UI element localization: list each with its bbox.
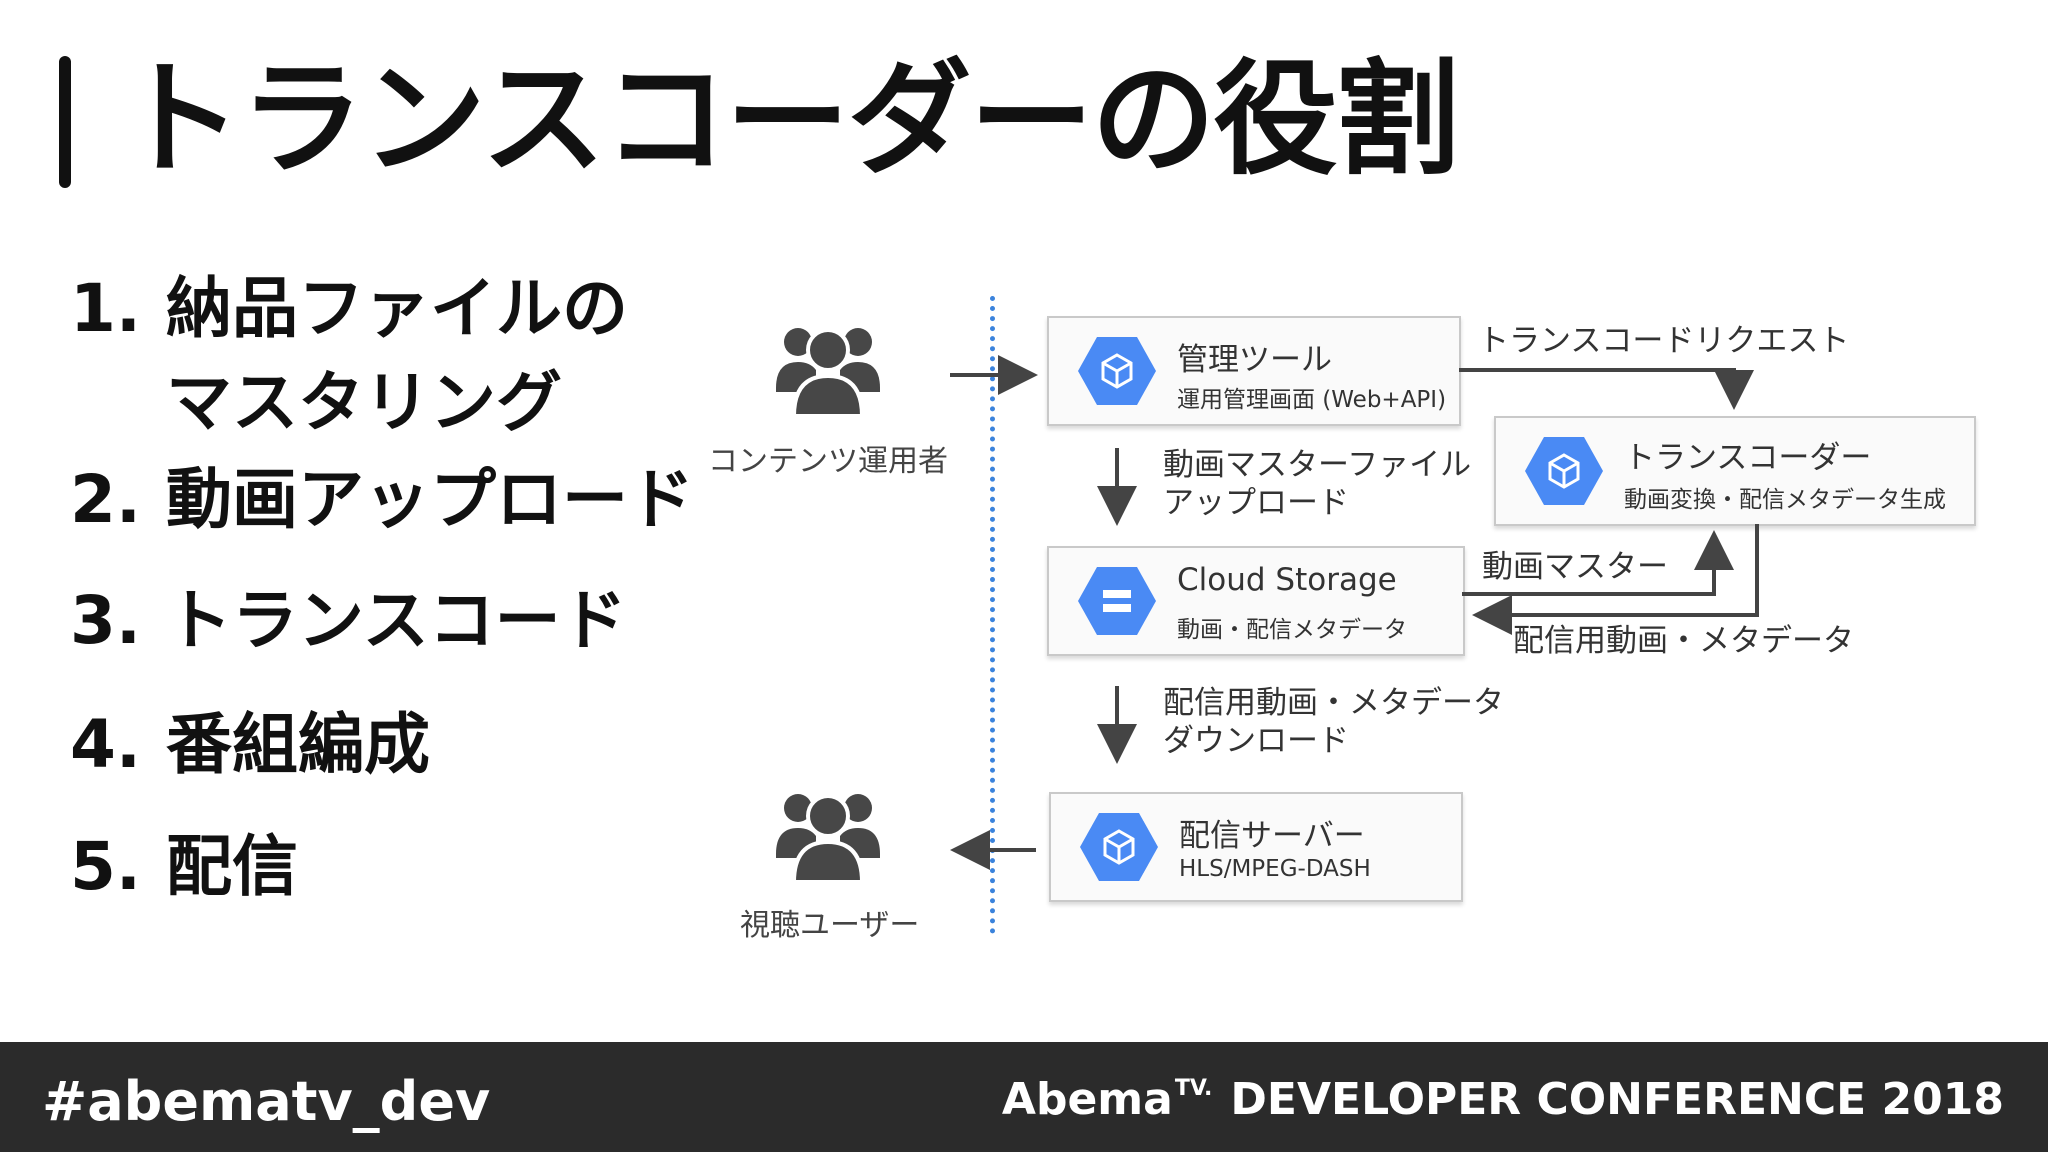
label-transcode-request: トランスコードリクエスト bbox=[1478, 323, 1850, 359]
footer-bar: #abematv_dev Abema TV. DEVELOPER CONFERE… bbox=[0, 1042, 2048, 1152]
hashtag: #abematv_dev bbox=[42, 1070, 491, 1133]
title-accent-bar bbox=[59, 56, 71, 188]
viewers-group-icon bbox=[776, 794, 880, 884]
operators-group-icon bbox=[776, 328, 880, 418]
conference-logo: Abema TV. DEVELOPER CONFERENCE 2018 bbox=[1002, 1074, 2004, 1125]
step-text: 動画アップロード bbox=[166, 461, 694, 538]
step-number: 2. bbox=[70, 461, 141, 538]
node-subtitle: HLS/MPEG-DASH bbox=[1179, 856, 1371, 882]
node-subtitle: 動画・配信メタデータ bbox=[1177, 617, 1407, 643]
brand-tv: TV. bbox=[1174, 1076, 1213, 1101]
step-3: 3.トランスコード bbox=[70, 588, 627, 654]
transcoder-node: トランスコーダー 動画変換・配信メタデータ生成 bbox=[1494, 416, 1976, 526]
arrow-video-master bbox=[1462, 530, 1734, 596]
label-master-upload-1: 動画マスターファイル bbox=[1163, 447, 1472, 483]
slide-title: トランスコーダーの役割 bbox=[118, 48, 1460, 192]
step-number: 5. bbox=[70, 828, 141, 905]
node-subtitle: 動画変換・配信メタデータ生成 bbox=[1624, 487, 1946, 513]
node-title: Cloud Storage bbox=[1177, 562, 1397, 598]
step-number: 1. bbox=[70, 270, 141, 347]
boundary-divider bbox=[990, 296, 995, 934]
label-download-1: 配信用動画・メタデータ bbox=[1163, 685, 1504, 721]
label-download-2: ダウンロード bbox=[1163, 723, 1349, 759]
step-text: 番組編成 bbox=[166, 706, 430, 783]
node-title: トランスコーダー bbox=[1624, 440, 1872, 476]
arrow-transcode-request bbox=[1459, 368, 1754, 410]
step-number: 4. bbox=[70, 706, 141, 783]
node-title: 配信サーバー bbox=[1179, 818, 1365, 854]
compute-hex-icon bbox=[1525, 437, 1603, 505]
label-video-master: 動画マスター bbox=[1482, 549, 1668, 585]
storage-hex-icon bbox=[1078, 567, 1156, 635]
step-4: 4.番組編成 bbox=[70, 712, 430, 778]
node-title: 管理ツール bbox=[1177, 342, 1332, 378]
step-text: 配信 bbox=[166, 828, 298, 905]
compute-hex-icon bbox=[1078, 337, 1156, 405]
compute-hex-icon bbox=[1080, 813, 1158, 881]
arrow-delivery-assets bbox=[1472, 524, 1759, 635]
viewers-label: 視聴ユーザー bbox=[740, 908, 920, 943]
step-number: 3. bbox=[70, 582, 141, 659]
delivery-server-node: 配信サーバー HLS/MPEG-DASH bbox=[1049, 792, 1463, 902]
label-delivery-assets: 配信用動画・メタデータ bbox=[1513, 623, 1854, 659]
step-text: トランスコード bbox=[166, 582, 627, 659]
label-master-upload-2: アップロード bbox=[1163, 485, 1349, 521]
cloud-storage-node: Cloud Storage 動画・配信メタデータ bbox=[1047, 546, 1465, 656]
operators-label: コンテンツ運用者 bbox=[708, 444, 948, 479]
step-5: 5.配信 bbox=[70, 834, 298, 900]
step-1: 1.納品ファイルの bbox=[70, 276, 628, 342]
admin-tool-node: 管理ツール 運用管理画面 (Web+API) bbox=[1047, 316, 1461, 426]
conference-name: DEVELOPER CONFERENCE 2018 bbox=[1230, 1074, 2004, 1125]
step-1-continued: マスタリング bbox=[166, 364, 562, 441]
step-2: 2.動画アップロード bbox=[70, 467, 694, 533]
brand-name: Abema bbox=[1001, 1074, 1173, 1125]
step-text: 納品ファイルの bbox=[166, 270, 628, 347]
node-subtitle: 運用管理画面 (Web+API) bbox=[1177, 387, 1447, 413]
